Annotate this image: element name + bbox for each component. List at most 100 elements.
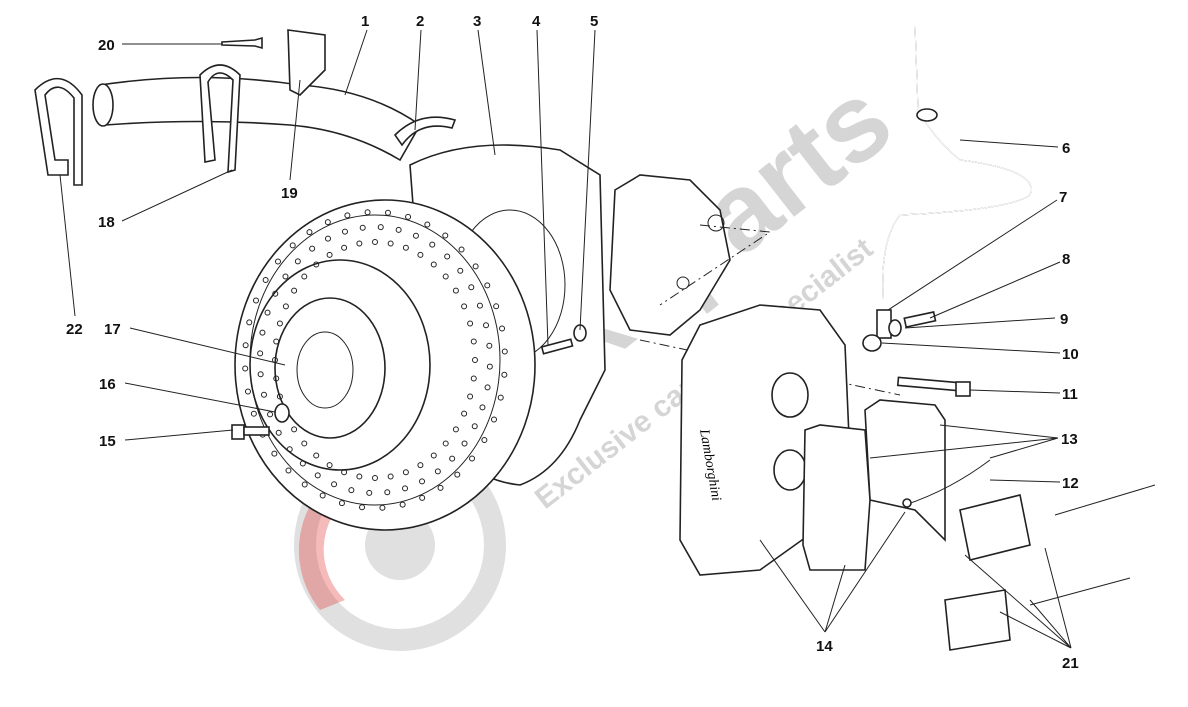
drill-hole [384,209,391,216]
drill-hole [341,244,348,251]
drill-hole [470,338,477,345]
callout-1[interactable]: 1 [361,13,369,30]
drill-hole [457,267,464,274]
part-11-caliper-bolt[interactable] [896,376,971,397]
callout-20[interactable]: 20 [98,37,115,54]
drill-hole [313,452,320,459]
callout-21[interactable]: 21 [1062,655,1079,672]
drill-hole [461,440,468,447]
drill-hole [483,322,490,329]
drill-hole [273,375,280,382]
drill-hole [442,273,449,280]
drill-hole [372,239,378,245]
drill-hole [314,472,321,479]
drill-hole [452,426,459,433]
drill-hole [412,232,419,239]
part-15-wheel-bolt[interactable] [231,424,270,440]
part-19-duct-bracket[interactable] [287,29,326,96]
drill-hole [242,342,249,349]
part-13-brake-pad[interactable] [864,399,946,542]
drill-hole [257,371,264,378]
drill-hole [501,371,508,378]
drill-hole [419,478,426,485]
drill-hole [271,450,278,457]
drill-hole [472,263,479,270]
drill-hole [395,226,402,233]
callout-8[interactable]: 8 [1062,251,1070,268]
drill-hole [301,481,308,488]
callout-17[interactable]: 17 [104,321,121,338]
part-22-strap[interactable] [34,77,83,186]
drill-hole [430,452,437,459]
callout-5[interactable]: 5 [590,13,598,30]
drill-hole [429,241,436,248]
part-20-screw[interactable] [221,36,263,50]
drill-hole [379,504,386,511]
callout-10[interactable]: 10 [1062,346,1079,363]
callout-2[interactable]: 2 [416,13,424,30]
callout-18[interactable]: 18 [98,214,115,231]
drill-hole [402,469,409,476]
drill-hole [486,363,493,370]
part-17-brake-disc[interactable] [234,199,536,531]
drill-hole [417,462,424,469]
drill-hole [259,329,266,336]
drill-hole [442,232,449,239]
drill-hole [285,467,292,474]
drill-hole [344,212,351,219]
hub-carrier[interactable] [609,174,731,336]
drill-hole [359,504,366,511]
drill-hole [484,384,491,391]
drill-hole [458,246,465,253]
drill-hole [299,460,306,467]
part-7-banjo-fitting[interactable] [876,309,892,339]
drill-hole [331,481,338,488]
callout-3[interactable]: 3 [473,13,481,30]
drill-hole [348,487,355,494]
drill-hole [402,244,409,251]
drill-hole [286,446,293,453]
part-1-cooling-duct[interactable] [92,76,422,162]
callout-15[interactable]: 15 [99,433,116,450]
part-4-bolt[interactable] [540,338,574,355]
callout-11[interactable]: 11 [1062,386,1078,403]
callout-9[interactable]: 9 [1060,311,1068,328]
part-14-brake-pad[interactable] [802,424,871,571]
drill-hole [289,242,296,249]
part-12-wear-sensor[interactable] [902,459,991,508]
callout-12[interactable]: 12 [1062,475,1079,492]
drill-hole [461,303,468,310]
part-2-hose-clamp[interactable] [393,116,457,147]
part-8-bleed-screw[interactable] [903,311,937,328]
callout-6[interactable]: 6 [1062,140,1070,157]
drill-hole [467,393,474,400]
part-9-union[interactable] [888,319,902,337]
part-16-washer[interactable] [274,403,290,423]
drill-hole [444,253,451,260]
drill-hole [471,423,478,430]
drill-hole [419,494,426,501]
callout-13[interactable]: 13 [1061,431,1078,448]
callout-7[interactable]: 7 [1059,189,1067,206]
drill-hole [324,235,331,242]
drill-hole [359,224,366,231]
drill-hole [252,297,259,304]
drill-hole [481,437,488,444]
part-6-brake-hose[interactable] [882,24,1032,301]
drill-hole [364,209,371,216]
callout-19[interactable]: 19 [281,185,298,202]
callout-16[interactable]: 16 [99,376,116,393]
drill-hole [476,302,483,309]
drill-hole [484,282,491,289]
drill-hole [282,303,289,310]
part-21-pad-retainers[interactable] [944,484,1156,651]
part-18-strap[interactable] [199,64,241,174]
drill-hole [387,473,394,480]
callout-4[interactable]: 4 [532,13,541,30]
callout-14[interactable]: 14 [816,638,833,655]
drill-hole [306,229,313,236]
callout-22[interactable]: 22 [66,321,83,338]
drill-hole [486,342,493,349]
part-10-seal[interactable] [862,334,882,352]
